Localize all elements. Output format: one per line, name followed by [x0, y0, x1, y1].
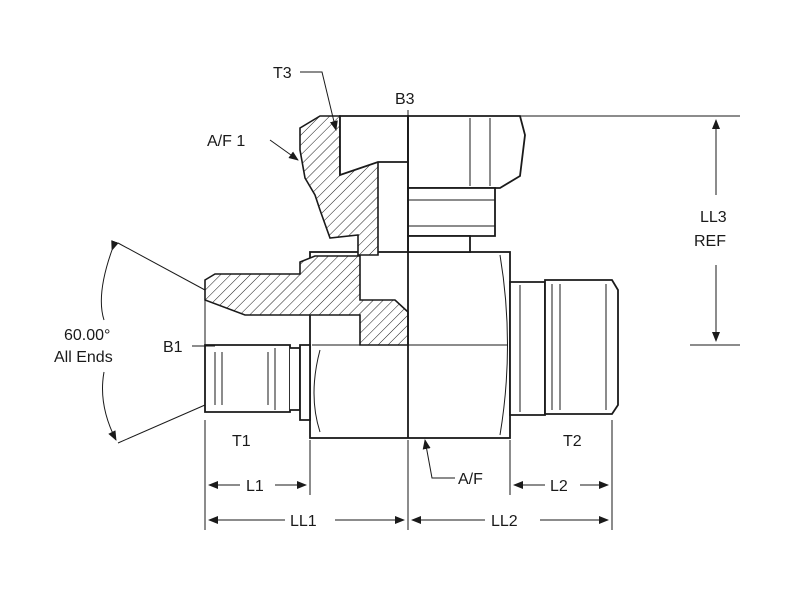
- top-stem-base: [407, 235, 471, 253]
- label-ll2: LL2: [491, 513, 518, 530]
- top-swivel-stem: [407, 187, 496, 237]
- label-t1: T1: [232, 433, 251, 450]
- left-end-section: [204, 255, 409, 346]
- top-hex-nut: [407, 115, 526, 189]
- label-t3: T3: [273, 65, 292, 82]
- right-collar: [509, 281, 546, 416]
- label-t2: T2: [563, 433, 582, 450]
- label-l1: L1: [246, 478, 264, 495]
- left-collar: [299, 344, 311, 421]
- label-b1: B1: [163, 339, 183, 356]
- label-ll3: LL3: [700, 209, 727, 226]
- label-all-ends: All Ends: [54, 349, 113, 366]
- left-thread-end: [204, 344, 291, 413]
- labels: T3 B3 A/F 1 LL3 REF 60.00° All Ends B1 T…: [54, 65, 727, 530]
- hex-curve-left: [313, 349, 321, 433]
- label-af: A/F: [458, 471, 483, 488]
- label-b3: B3: [395, 91, 415, 108]
- top-nut-bore: [339, 115, 409, 177]
- label-angle: 60.00°: [64, 327, 110, 344]
- label-ll1: LL1: [290, 513, 317, 530]
- hex-curve-right: [499, 254, 508, 436]
- label-ref: REF: [694, 233, 726, 250]
- body-group: [204, 115, 619, 439]
- right-thread-end: [544, 279, 619, 415]
- label-l2: L2: [550, 478, 568, 495]
- dimensions: [100, 71, 740, 530]
- left-groove: [290, 347, 301, 411]
- label-af1: A/F 1: [207, 133, 245, 150]
